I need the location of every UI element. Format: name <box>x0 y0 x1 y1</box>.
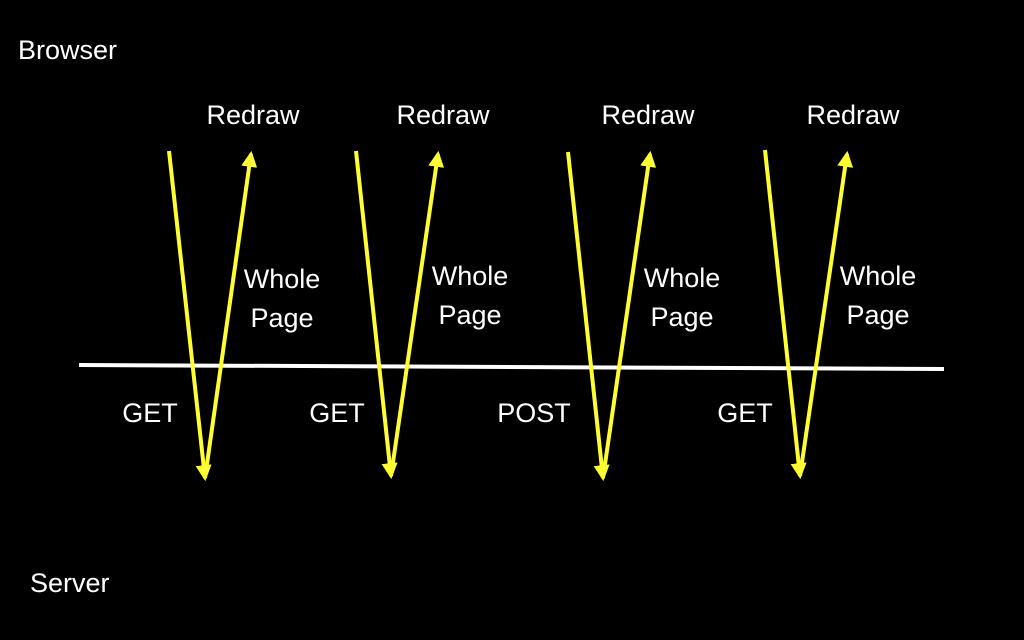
response-arrow-2 <box>389 150 445 477</box>
redraw-label-1: Redraw <box>206 100 300 130</box>
request-label-3: POST <box>497 398 571 428</box>
request-label-4: GET <box>717 398 773 428</box>
request-label-2: GET <box>309 398 365 428</box>
request-label-1: GET <box>122 398 178 428</box>
response-label-2: Whole Page <box>431 261 509 330</box>
response-arrow-1 <box>203 150 258 479</box>
request-arrow-2 <box>354 150 398 480</box>
request-arrow-3 <box>566 151 610 482</box>
redraw-label-3: Redraw <box>601 100 695 130</box>
response-arrow-3 <box>601 150 657 479</box>
browser-server-divider <box>78 363 945 371</box>
redraw-label-4: Redraw <box>806 100 900 130</box>
redraw-label-2: Redraw <box>396 100 490 130</box>
response-arrow-4 <box>798 150 854 477</box>
request-arrow-4 <box>763 149 807 480</box>
request-arrow-1 <box>167 150 212 482</box>
browser-label: Browser <box>18 35 118 65</box>
response-label-3: Whole Page <box>643 263 721 332</box>
response-label-1: Whole Page <box>243 264 321 333</box>
server-label: Server <box>30 568 110 598</box>
response-label-4: Whole Page <box>839 261 917 330</box>
